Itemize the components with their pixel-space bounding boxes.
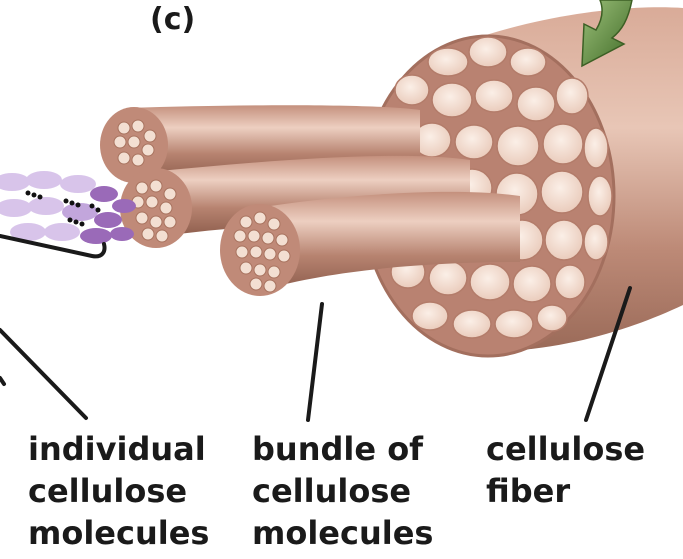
panel-label: (c) bbox=[150, 2, 195, 37]
label-line: cellulose bbox=[252, 470, 433, 512]
label-line: cellulose bbox=[28, 470, 209, 512]
molecules-leader-line bbox=[0, 330, 86, 418]
label-line: cellulose bbox=[486, 428, 645, 470]
label-line: individual bbox=[28, 428, 209, 470]
label-line: molecules bbox=[252, 512, 433, 554]
bundle-leader-line bbox=[308, 304, 322, 420]
label-line: fiber bbox=[486, 470, 645, 512]
label-line: bundle of bbox=[252, 428, 433, 470]
bundle-of-cellulose-molecules-label: bundle of cellulose molecules bbox=[252, 428, 433, 554]
cellulose-molecule-chains bbox=[0, 171, 136, 244]
individual-cellulose-molecules-label: individual cellulose molecules bbox=[28, 428, 209, 554]
molecules-leader-stub bbox=[0, 378, 4, 384]
label-line: molecules bbox=[28, 512, 209, 554]
cellulose-fiber-label: cellulose fiber bbox=[486, 428, 645, 512]
